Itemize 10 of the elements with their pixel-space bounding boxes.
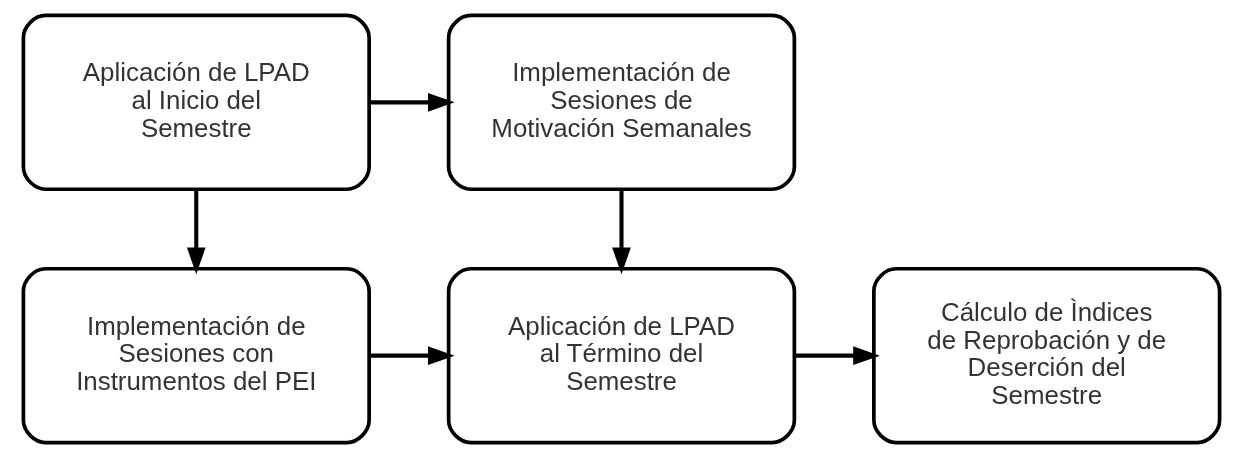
node-box: Implementación de Sesiones de Motivación Semanales	[446, 13, 797, 192]
node-box: Aplicación de LPAD al Término del Semestre	[446, 266, 797, 445]
arrow	[612, 189, 631, 275]
node-box: Aplicación de LPAD al Inicio del Semestre	[21, 13, 371, 192]
arrow	[186, 189, 206, 275]
node-box: Implementación de Sesiones con Instrumentos del PEI	[21, 266, 371, 445]
arrow	[369, 93, 455, 112]
node-box: Cálculo de Ìndices de Reprobación y de Deserción del Semestre	[872, 266, 1222, 445]
arrow	[795, 346, 880, 365]
arrow	[369, 346, 455, 365]
